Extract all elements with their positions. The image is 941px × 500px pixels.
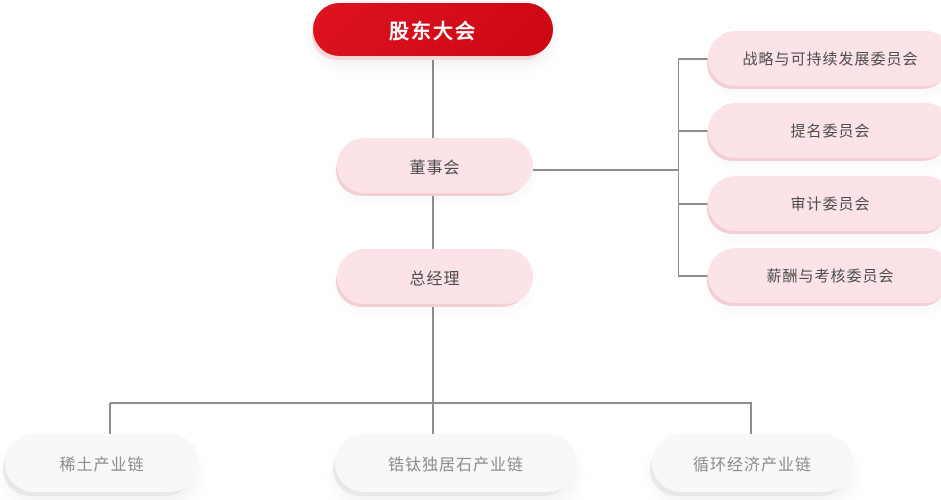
node-committee-remuneration: 薪酬与考核委员会 bbox=[708, 248, 941, 303]
node-committee-audit-label: 审计委员会 bbox=[790, 196, 871, 213]
node-chain-circular-economy: 循环经济产业链 bbox=[652, 434, 853, 492]
node-chain-rare-earth: 稀土产业链 bbox=[5, 434, 199, 492]
connector-board-to-trunk-line bbox=[533, 169, 679, 171]
node-board-of-directors-label: 董事会 bbox=[409, 159, 461, 177]
node-chain-rare-earth-label: 稀土产业链 bbox=[59, 457, 145, 474]
node-committee-strategy-label: 战略与可持续发展委员会 bbox=[742, 51, 919, 68]
node-chain-circular-economy-label: 循环经济产业链 bbox=[692, 457, 812, 474]
connector-stub-committee2-line bbox=[678, 130, 708, 132]
node-committee-nomination-label: 提名委员会 bbox=[790, 123, 871, 140]
node-general-manager-label: 总经理 bbox=[409, 270, 461, 288]
node-shareholders-meeting-label: 股东大会 bbox=[389, 21, 477, 43]
node-chain-zirconium-titanium-label: 锆钛独居石产业链 bbox=[387, 457, 524, 474]
connector-stub-committee4-line bbox=[678, 275, 708, 277]
node-committee-audit: 审计委员会 bbox=[708, 176, 941, 231]
connector-drop-chain3-line bbox=[750, 403, 752, 437]
connector-committees-trunk-line bbox=[677, 58, 679, 276]
connector-chains-bus-line bbox=[110, 402, 752, 404]
node-committee-remuneration-label: 薪酬与考核委员会 bbox=[766, 268, 895, 285]
connector-board-to-gm-line bbox=[432, 192, 434, 250]
node-committee-nomination: 提名委员会 bbox=[708, 103, 941, 158]
connector-gm-to-chains-line bbox=[432, 303, 434, 437]
connector-drop-chain1-line bbox=[109, 403, 111, 437]
node-committee-strategy: 战略与可持续发展委员会 bbox=[708, 31, 941, 86]
connector-stub-committee1-line bbox=[678, 58, 708, 60]
node-board-of-directors: 董事会 bbox=[337, 138, 533, 193]
connector-shareholders-to-board-line bbox=[432, 55, 434, 138]
node-chain-zirconium-titanium: 锆钛独居石产业链 bbox=[335, 434, 577, 492]
node-general-manager: 总经理 bbox=[337, 249, 533, 304]
connector-stub-committee3-line bbox=[678, 203, 708, 205]
node-shareholders-meeting: 股东大会 bbox=[313, 3, 553, 56]
